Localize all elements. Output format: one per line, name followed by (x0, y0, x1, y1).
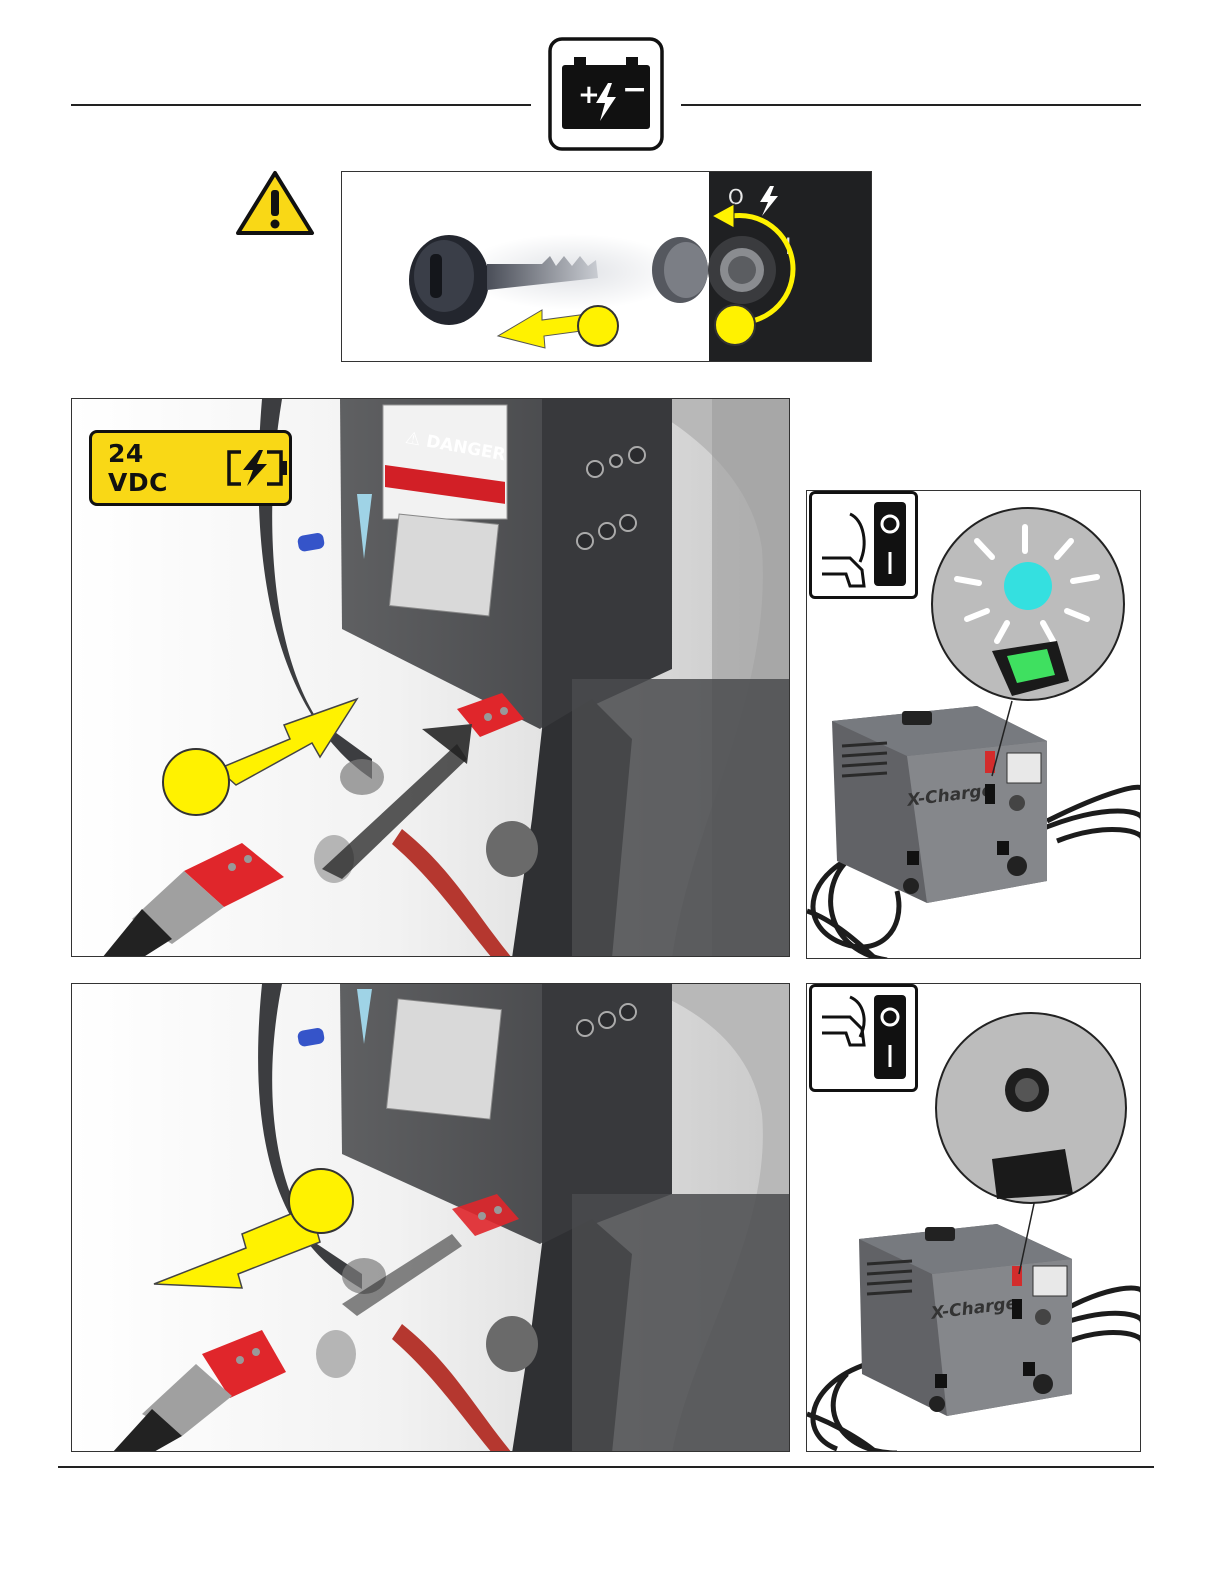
charger-on-panel: X-Charge (806, 490, 1141, 959)
voltage-badge: 24 VDC (89, 430, 292, 506)
power-switch-off-icon (809, 984, 918, 1092)
footer-rule (58, 1466, 1154, 1468)
key-removal-panel: O I (341, 171, 872, 362)
charger-off-panel: X-Charge (806, 983, 1141, 1452)
indicator-zoom (932, 508, 1124, 700)
header-rule-left (71, 104, 531, 106)
machine-disconnect-panel (71, 983, 790, 1452)
power-switch-on-icon (809, 491, 918, 599)
svg-text:−: − (622, 72, 647, 107)
svg-text:+: + (578, 80, 600, 110)
svg-text:O: O (728, 185, 744, 209)
lock-cylinder-icon (652, 237, 708, 303)
battery-charge-icon (225, 448, 289, 488)
header-rule-right (681, 104, 1141, 106)
voltage-label: 24 VDC (108, 439, 211, 497)
warning-triangle-icon (235, 170, 315, 236)
indicator-zoom (936, 1013, 1126, 1203)
battery-charge-icon: + − (548, 37, 664, 151)
